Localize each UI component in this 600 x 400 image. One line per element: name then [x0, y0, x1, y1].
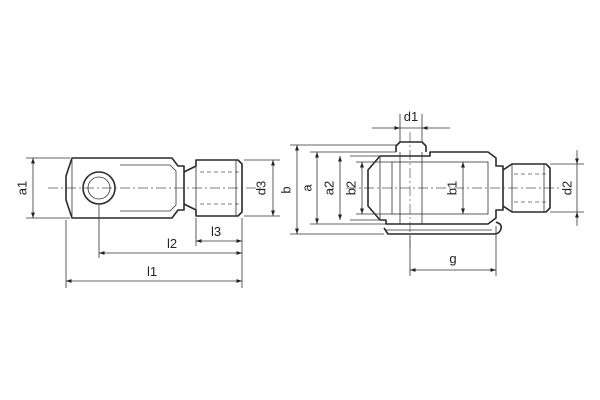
top-view-dimensions	[290, 114, 584, 276]
dimension-labels: a1 d3 l3 l2 l1 b a a2 b2 b1 d2 d1 g	[14, 109, 574, 279]
label-g: g	[449, 251, 456, 266]
eye-hole	[82, 171, 116, 205]
label-d1: d1	[404, 109, 418, 124]
label-b1: b1	[444, 181, 459, 195]
eye-hole-inner	[87, 176, 111, 200]
label-l3: l3	[211, 224, 221, 239]
threaded-shank	[502, 163, 551, 213]
spring-clip	[383, 221, 502, 235]
label-a1: a1	[14, 181, 29, 195]
label-d2: d2	[559, 181, 574, 195]
clevis-neck	[183, 159, 243, 217]
label-a2: a2	[321, 181, 336, 195]
label-d3: d3	[253, 181, 268, 195]
clevis-side-view	[48, 157, 262, 219]
clevis-slot-outline	[120, 164, 177, 212]
fork-body-outline	[367, 151, 504, 225]
label-l2: l2	[167, 236, 177, 251]
label-a: a	[299, 184, 314, 192]
fork-slot	[391, 161, 489, 215]
clevis-top-view	[346, 132, 562, 248]
clevis-head-outline	[65, 157, 185, 219]
pin-head	[395, 141, 427, 152]
label-b: b	[278, 186, 293, 193]
label-b2: b2	[343, 181, 358, 195]
side-view-dimensions	[26, 157, 280, 288]
label-l1: l1	[147, 264, 157, 279]
